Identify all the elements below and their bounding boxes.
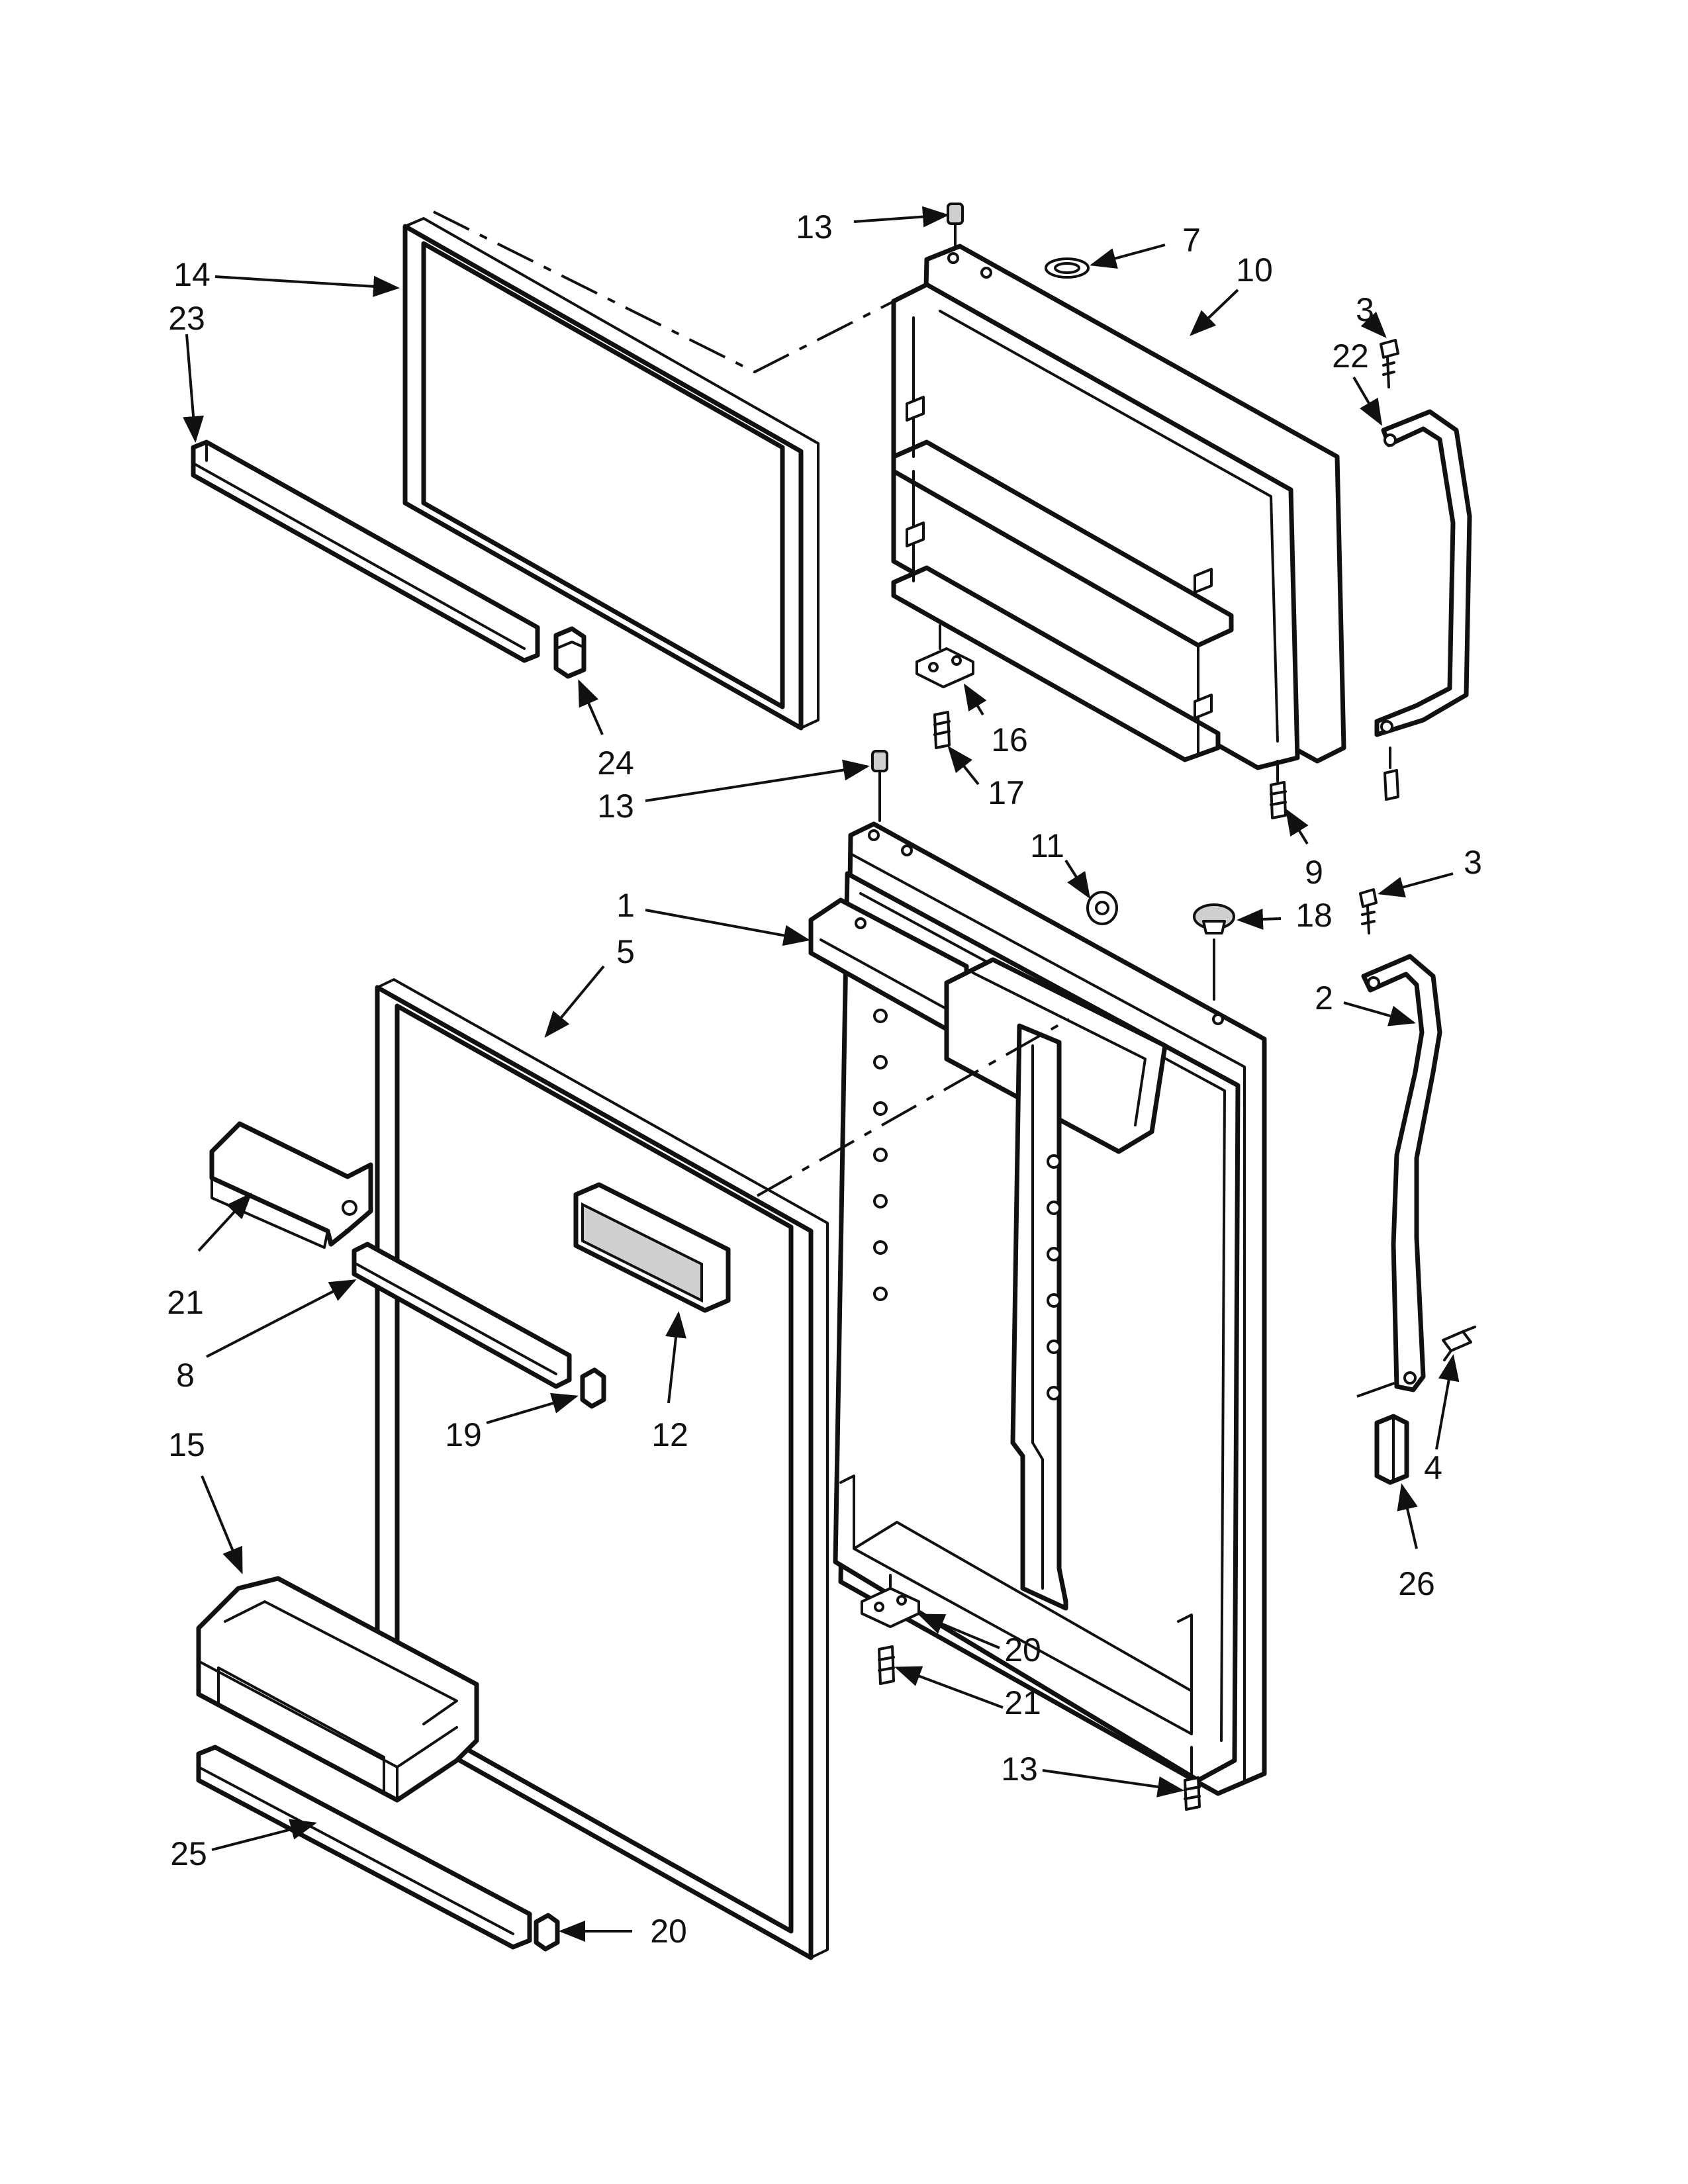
callout-label: 15 (168, 1426, 205, 1463)
callout-label: 2 (1315, 979, 1333, 1017)
freezer-shelf-bar (191, 439, 540, 663)
shelf-bar-25 (196, 1745, 532, 1950)
callout-label: 11 (1030, 827, 1064, 864)
callout-labels: 13 7 10 14 23 3 22 24 16 13 17 11 9 3 1 … (167, 208, 1482, 1950)
hinge-pin-top (947, 203, 964, 246)
callout-label: 4 (1424, 1449, 1442, 1486)
freezer-door-liner (891, 244, 1346, 770)
callout-label: 3 (1356, 291, 1374, 328)
clip-20-bottom (534, 1913, 560, 1952)
hinge-20 (861, 1574, 920, 1628)
callout-label: 25 (170, 1835, 207, 1872)
callout-label: 19 (445, 1416, 482, 1453)
callout-label: 7 (1182, 222, 1201, 259)
callout-label: 1 (616, 887, 635, 924)
alignment-line-fresh (694, 1018, 1070, 1232)
callout-label: 8 (176, 1357, 195, 1394)
screw-17 (933, 711, 951, 749)
callout-label: 3 (1464, 844, 1482, 881)
callout-label: 9 (1305, 854, 1323, 891)
callout-label: 13 (597, 788, 634, 825)
fresh-food-gasket (375, 978, 829, 1960)
callout-label: 24 (597, 745, 634, 782)
butter-door-12 (573, 1182, 731, 1313)
callout-label: 17 (988, 774, 1025, 811)
callout-label: 21 (167, 1284, 204, 1321)
callout-label: 13 (796, 208, 833, 246)
hinge-16 (915, 624, 974, 688)
callout-label: 26 (1398, 1565, 1435, 1602)
freezer-gasket (402, 217, 820, 731)
door-bin-15 (196, 1576, 479, 1803)
callout-label: 23 (168, 300, 205, 337)
shelf-button-column-right (1047, 1154, 1061, 1400)
screw-3-top (1380, 339, 1399, 388)
callout-label: 12 (651, 1416, 688, 1453)
door-bin-21 (209, 1121, 373, 1249)
callout-label: 5 (616, 933, 635, 970)
alignment-line-freezer (433, 210, 927, 374)
callout-label: 16 (991, 721, 1028, 758)
screw-13-bottom (1184, 1746, 1201, 1811)
screw-3-lower (1359, 888, 1378, 934)
shelf-button-column-left (873, 1009, 888, 1301)
freezer-bar-clip (553, 626, 586, 679)
stop-11 (1086, 891, 1118, 925)
freezer-handle (1374, 409, 1472, 737)
screw-9 (1270, 760, 1287, 819)
spacer-26 (1374, 1414, 1409, 1485)
callout-label: 14 (173, 256, 211, 293)
callout-label: 20 (650, 1913, 687, 1950)
clip-19 (580, 1367, 606, 1409)
screw-3-mid (1383, 747, 1399, 801)
plug-18 (1193, 903, 1235, 1001)
callout-label: 20 (1004, 1631, 1041, 1668)
callout-label: 22 (1332, 338, 1369, 375)
fresh-food-handle (1361, 954, 1442, 1392)
shelf-bar-8 (352, 1242, 572, 1389)
callout-leaders (183, 206, 1460, 1942)
screw-4 (1442, 1326, 1476, 1361)
screw-21 (878, 1645, 895, 1685)
callout-label: 13 (1001, 1751, 1038, 1788)
fresh-food-door-liner (808, 821, 1267, 1796)
washer-7 (1045, 257, 1090, 279)
callout-label: 21 (1004, 1684, 1041, 1721)
callout-label: 18 (1295, 897, 1333, 934)
hinge-pin-middle (871, 750, 888, 822)
callout-label: 10 (1236, 251, 1273, 289)
